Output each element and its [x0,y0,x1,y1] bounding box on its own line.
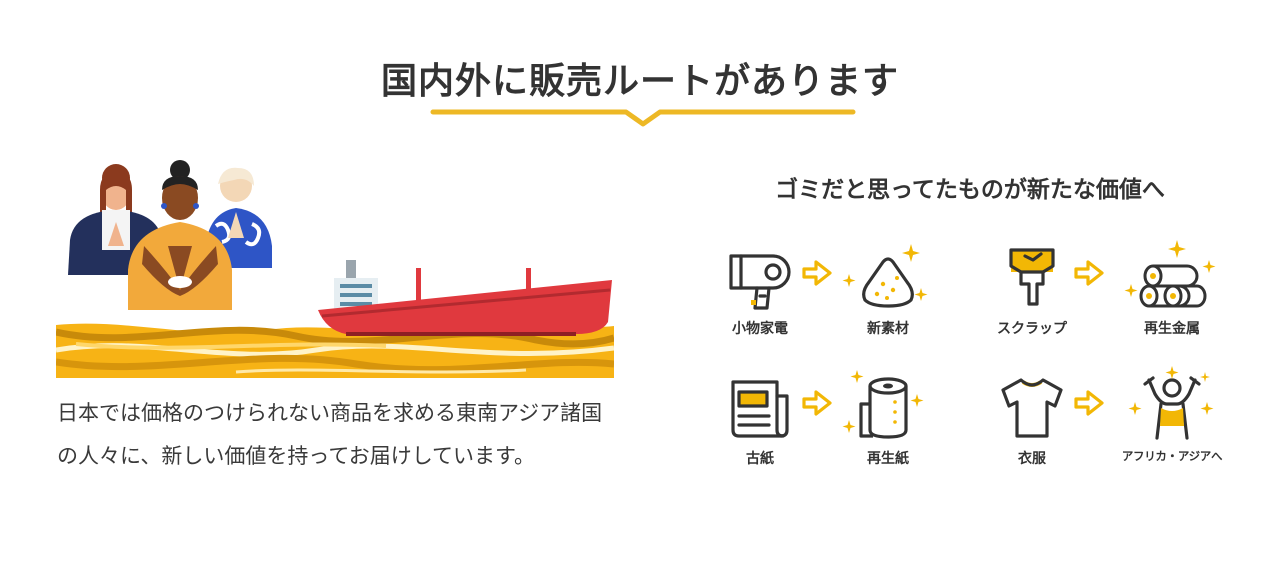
flow-row: 小物家電 新素材 [700,236,1240,346]
toilet-paper-roll-icon [842,370,924,439]
flow-to-label: 再生金属 [1144,321,1200,337]
cargo-ship [318,260,612,336]
flow-arrow-icon [1074,390,1104,416]
flow-to-label: 新素材 [867,321,909,337]
flow-item-new-material: 新素材 [828,236,948,346]
flow-item-small-appliances: 小物家電 [700,236,820,346]
flow-item-recycled-metal: 再生金属 [1112,236,1232,346]
flow-from-label: スクラップ [997,321,1067,337]
flow-to-label: アフリカ・アジアへ [1121,449,1223,463]
title-underline-decoration [430,109,856,127]
flow-row: 古紙 再生紙 [700,366,1240,476]
raw-material-pile-icon [842,244,928,308]
flow-item-recycled-paper: 再生紙 [828,366,948,476]
intro-paragraph: 日本では価格のつけられない商品を求める東南アジア諸国の人々に、新しい価値を持って… [57,401,603,468]
flow-item-scrap: スクラップ [972,236,1092,346]
value-flow-heading: ゴミだと思ってたものが新たな価値へ [775,177,1165,203]
flow-item-clothes: 衣服 [972,366,1092,476]
flow-from-label: 衣服 [1018,451,1046,467]
flow-arrow-icon [802,260,832,286]
flow-from-label: 小物家電 [732,321,788,337]
flow-item-to-africa-asia: アフリカ・アジアへ [1112,366,1232,476]
flow-arrow-icon [1074,260,1104,286]
metal-rolls-icon [1124,240,1216,308]
people-and-ship-illustration [56,160,614,378]
flow-item-used-paper: 古紙 [700,366,820,476]
cheering-person-icon [1128,366,1214,440]
people-group [68,160,272,310]
flow-from-label: 古紙 [746,451,774,467]
flow-arrow-icon [802,390,832,416]
hair-dryer-icon [729,254,791,310]
section-title: 国内外に販売ルートがあります [380,61,899,102]
waves [56,323,614,378]
scrap-metal-icon [1009,248,1055,306]
value-flow-grid: 小物家電 新素材 [700,236,1240,486]
flow-to-label: 再生紙 [867,451,909,467]
newspaper-icon [731,380,789,438]
t-shirt-icon [1001,378,1063,438]
